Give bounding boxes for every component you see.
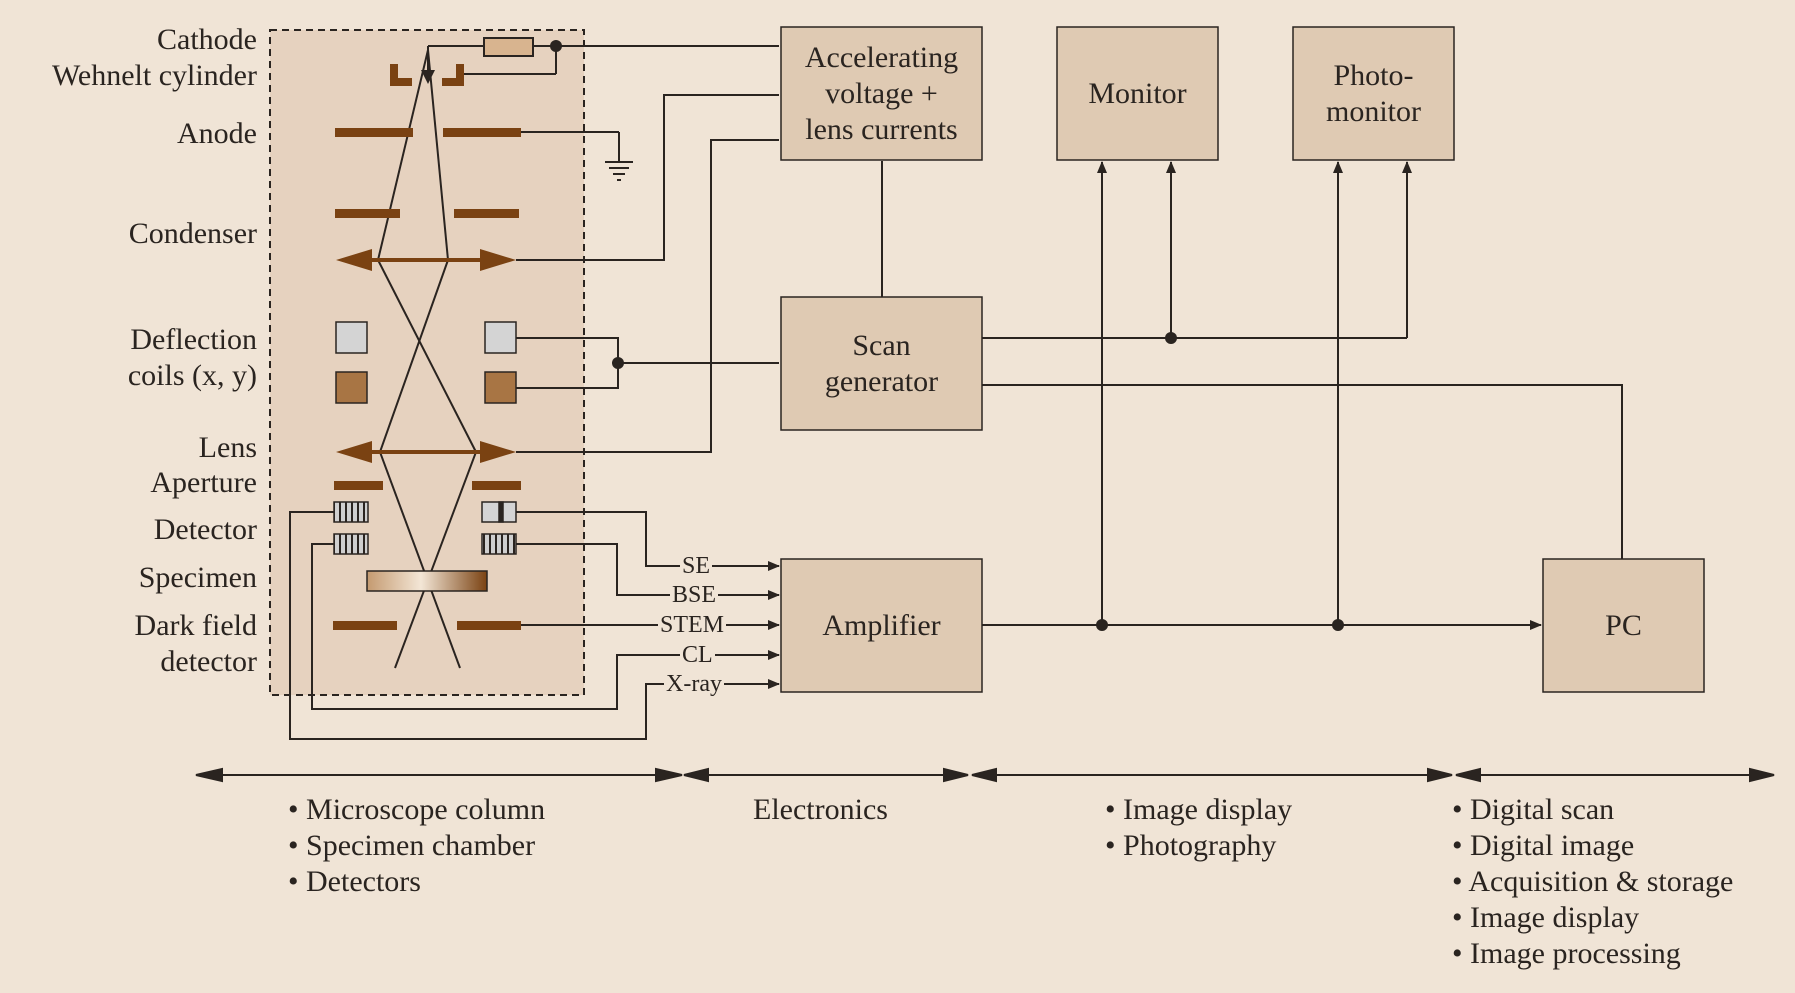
section-digital-item: Acquisition & storage [1452,864,1733,900]
label-aperture: Aperture [150,466,257,499]
box-accelerating-voltage: Accelerating voltage + lens currents [781,27,982,160]
label-darkfield-detector: detector [160,645,257,678]
section-electronics-label: Electronics [753,793,888,826]
label-condenser: Condenser [128,217,257,250]
box-photomonitor-line2: monitor [1326,94,1421,128]
label-wehnelt: Wehnelt cylinder [51,59,257,92]
box-amplifier: Amplifier [781,559,982,692]
signal-xray: X-ray [664,670,724,698]
ground-symbol [521,131,633,181]
specimen [366,570,488,592]
condenser-lens-symbol [336,249,516,271]
lens-current-wires [516,94,883,453]
label-specimen: Specimen [138,561,257,594]
box-pc: PC [1543,559,1704,692]
box-monitor: Monitor [1057,27,1218,160]
label-lens: Lens [198,431,257,464]
box-accelerating-line3: lens currents [805,112,958,146]
label-anode: Anode [177,117,257,150]
amplifier-wires [982,161,1542,631]
se-detectors [333,501,517,523]
section-display: Image display Photography [1105,792,1292,864]
darkfield-detector-plates [333,621,521,630]
cathode-filament [421,37,779,84]
objective-lens-symbol [336,441,516,463]
section-digital-item: Image display [1452,900,1733,936]
section-column-item: Detectors [288,864,545,900]
box-monitor-label: Monitor [1088,76,1187,110]
section-electronics: Electronics [753,792,888,828]
section-display-item: Image display [1105,792,1292,828]
box-photomonitor: Photo- monitor [1293,27,1454,160]
section-arrows [195,767,1775,783]
label-deflection: Deflection [130,323,257,356]
microscope-column [269,29,585,696]
box-amplifier-label: Amplifier [822,608,941,642]
electron-beam [377,49,477,669]
box-photomonitor-line1: Photo- [1333,58,1414,92]
box-accelerating-line2: voltage + [825,76,938,110]
signal-se: SE [680,552,713,580]
section-digital: Digital scan Digital image Acquisition &… [1452,792,1733,972]
box-accelerating-line1: Accelerating [804,40,959,74]
deflection-wires [516,337,779,389]
section-column-item: Specimen chamber [288,828,545,864]
section-digital-item: Digital image [1452,828,1733,864]
section-digital-item: Image processing [1452,936,1733,972]
deflection-coils [335,321,517,404]
section-column: Microscope column Specimen chamber Detec… [288,792,545,900]
box-pc-label: PC [1605,608,1642,642]
label-deflection-coils: coils (x, y) [127,359,257,392]
condenser-plates [335,209,519,218]
aperture-plates [334,481,521,490]
wehnelt-cylinder [390,64,464,86]
label-detector: Detector [153,513,257,546]
signal-cl: CL [680,641,715,669]
label-darkfield: Dark field [134,609,257,642]
bse-detectors [333,533,517,555]
section-display-item: Photography [1105,828,1292,864]
anode-plates [335,128,521,137]
signal-stem: STEM [658,611,727,639]
box-scan-line1: Scan [852,328,911,362]
function-boxes [780,26,1705,693]
signal-bse: BSE [670,581,719,609]
label-cathode: Cathode [157,23,257,56]
box-scan-generator: Scan generator [781,297,982,430]
scan-wires [982,161,1623,559]
box-scan-line2: generator [824,364,939,398]
section-column-item: Microscope column [288,792,545,828]
section-digital-item: Digital scan [1452,792,1733,828]
